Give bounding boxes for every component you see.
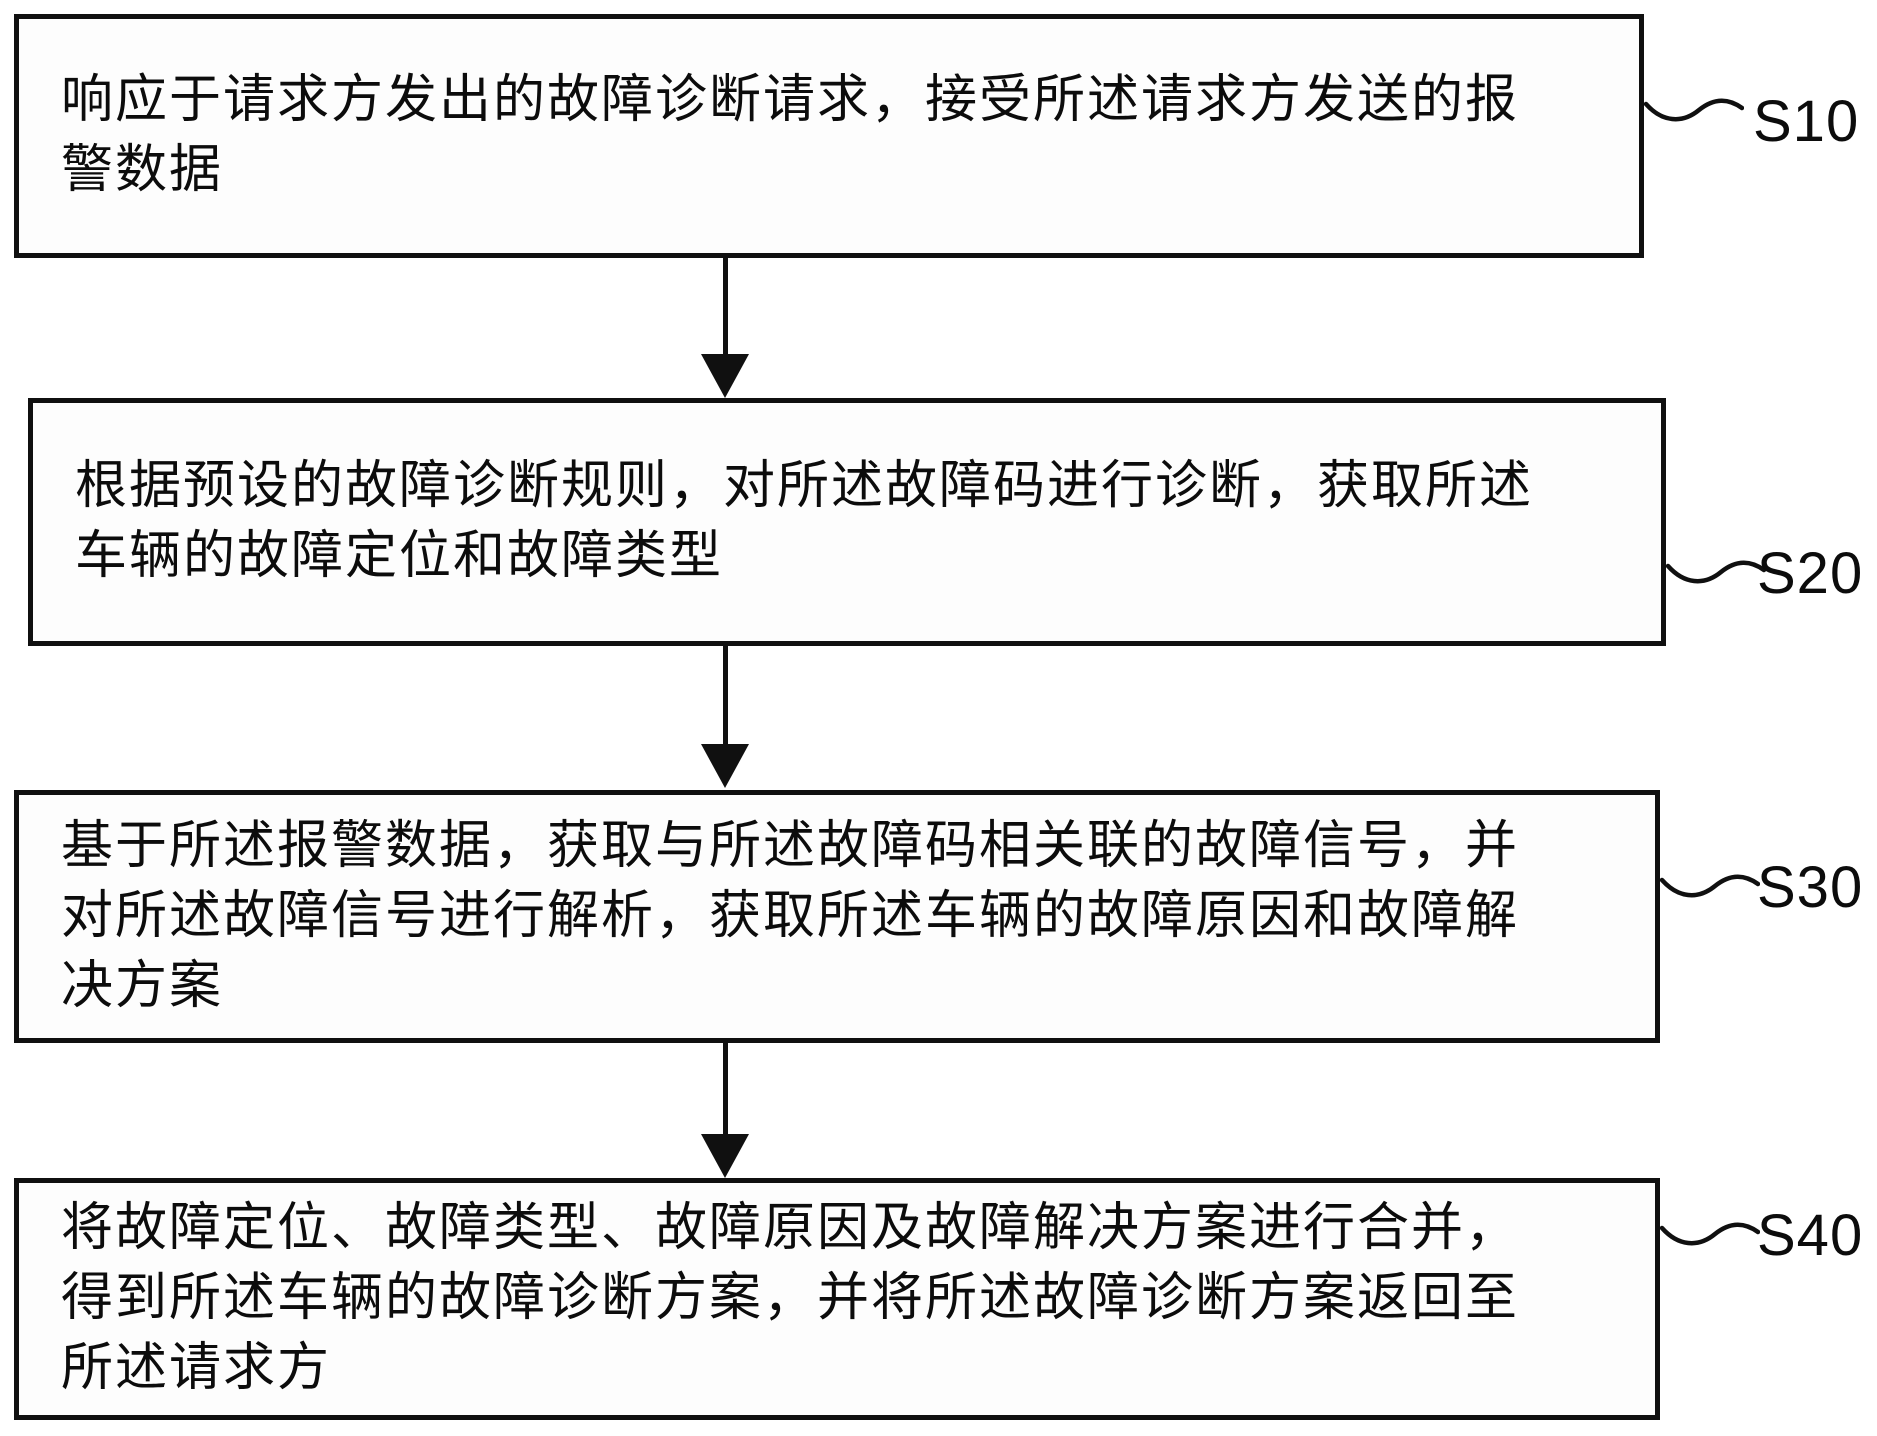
step-text-line: 响应于请求方发出的故障诊断请求，接受所述请求方发送的报 xyxy=(61,72,1520,129)
step-label-s20: S20 xyxy=(1757,541,1864,606)
step-box-s30: 基于所述报警数据，获取与所述故障码相关联的故障信号，并 对所述故障信号进行解析，… xyxy=(14,790,1660,1043)
flow-arrow-head-icon xyxy=(701,1134,749,1178)
flow-arrow-shaft xyxy=(723,1043,728,1138)
step-box-s40: 将故障定位、故障类型、故障原因及故障解决方案进行合并， 得到所述车辆的故障诊断方… xyxy=(14,1178,1660,1420)
flow-arrow-shaft xyxy=(723,258,728,358)
step-text-line: 警数据 xyxy=(61,142,224,199)
flow-arrow-head-icon xyxy=(701,354,749,398)
squiggle-connector-icon xyxy=(1644,98,1744,122)
step-text-line: 将故障定位、故障类型、故障原因及故障解决方案进行合并， xyxy=(61,1200,1520,1257)
step-text-line: 决方案 xyxy=(61,957,224,1015)
squiggle-connector-icon xyxy=(1666,560,1766,584)
step-label-s10: S10 xyxy=(1753,89,1860,154)
squiggle-connector-icon xyxy=(1660,874,1760,898)
step-label-s30: S30 xyxy=(1757,855,1864,920)
step-text-line: 基于所述报警数据，获取与所述故障码相关联的故障信号，并 xyxy=(61,817,1520,875)
step-label-s40: S40 xyxy=(1757,1203,1864,1268)
step-text-line: 得到所述车辆的故障诊断方案，并将所述故障诊断方案返回至 xyxy=(61,1270,1520,1327)
squiggle-connector-icon xyxy=(1660,1222,1760,1246)
step-box-s20: 根据预设的故障诊断规则，对所述故障码进行诊断，获取所述 车辆的故障定位和故障类型 xyxy=(28,398,1666,646)
step-text-line: 所述请求方 xyxy=(61,1340,332,1397)
step-text-line: 车辆的故障定位和故障类型 xyxy=(75,528,724,585)
flow-arrow-shaft xyxy=(723,646,728,746)
step-box-s10: 响应于请求方发出的故障诊断请求，接受所述请求方发送的报 警数据 xyxy=(14,14,1644,258)
step-text-line: 根据预设的故障诊断规则，对所述故障码进行诊断，获取所述 xyxy=(75,458,1534,515)
step-text-line: 对所述故障信号进行解析，获取所述车辆的故障原因和故障解 xyxy=(61,887,1520,945)
flow-arrow-head-icon xyxy=(701,744,749,788)
